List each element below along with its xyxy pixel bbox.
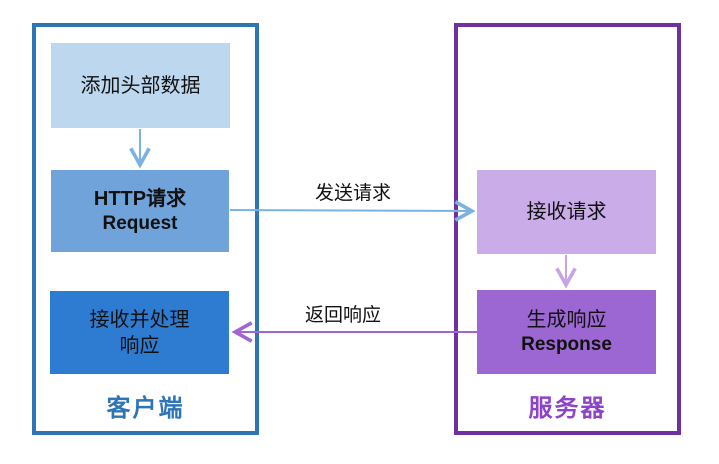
node-add-header-data: 添加头部数据 — [51, 43, 230, 128]
node-http-request-line2: Request — [102, 212, 178, 234]
node-http-request: HTTP请求 Request — [51, 170, 229, 252]
node-receive-process-line1: 接收并处理 — [89, 308, 190, 331]
node-receive-process-line2: 响应 — [119, 334, 160, 357]
send-request-arrow-label: 发送请求 — [314, 183, 391, 204]
node-generate-response: 生成响应 Response — [477, 290, 656, 374]
node-generate-response-line2: Response — [521, 333, 612, 355]
node-receive-request-text: 接收请求 — [526, 201, 607, 223]
node-receive-request: 接收请求 — [477, 170, 656, 254]
node-add-header-text: 添加头部数据 — [80, 74, 201, 97]
node-receive-process-response: 接收并处理 响应 — [50, 291, 229, 374]
node-http-request-line1: HTTP请求 — [93, 187, 187, 210]
node-generate-response-line1: 生成响应 — [526, 308, 607, 331]
client-zone-label: 客户端 — [106, 395, 185, 422]
send-request-arrow — [229, 210, 470, 211]
return-response-arrow-label: 返回响应 — [304, 305, 381, 326]
server-zone-label: 服务器 — [528, 395, 607, 422]
